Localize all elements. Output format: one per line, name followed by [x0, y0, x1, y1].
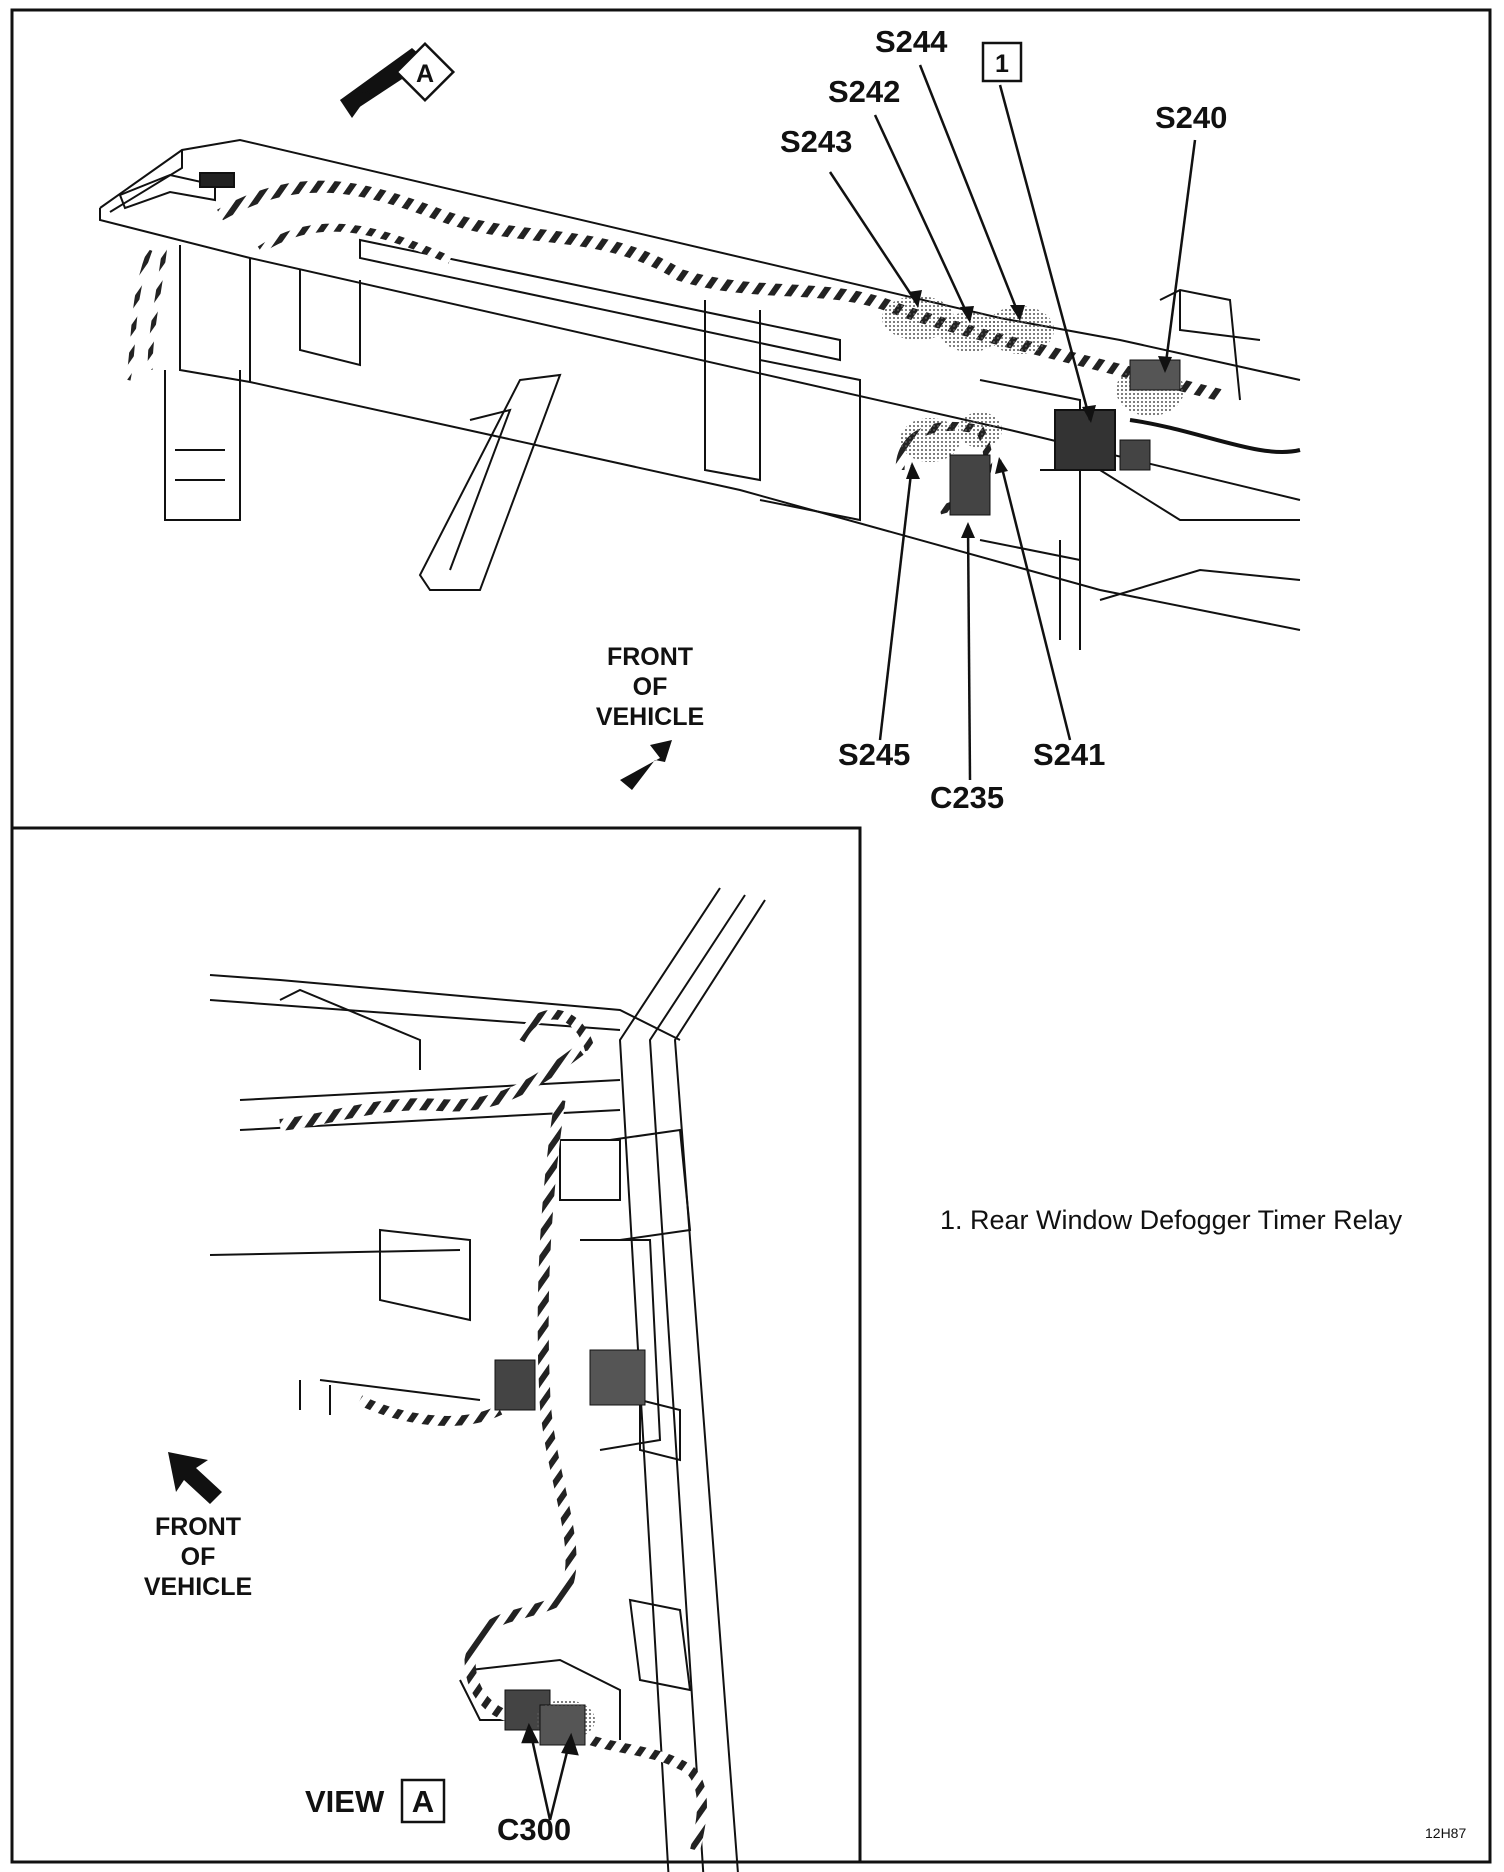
leader-arrowheads [906, 290, 1172, 538]
front-arrow-icon-view-a [168, 1452, 222, 1504]
figure-code: 12H87 [1425, 1825, 1466, 1841]
c300-shaded-area [535, 1700, 595, 1740]
view-a-marker-label: A [416, 60, 434, 88]
splice-s241-area [958, 412, 1002, 448]
front-of-vehicle-view-a-line2: OF [181, 1543, 216, 1571]
leader-lines [828, 64, 1197, 781]
instrument-panel-drawing [99, 138, 1301, 650]
label-s240: S240 [1155, 100, 1227, 135]
view-a-indicator [340, 41, 456, 118]
splice-s243-area [882, 296, 954, 340]
timer-relay [1054, 409, 1116, 471]
view-a-harness-knot [515, 1009, 595, 1052]
label-s241: S241 [1033, 737, 1105, 772]
label-c300: C300 [497, 1812, 571, 1847]
harness-right-exit [1129, 418, 1301, 455]
view-a-harness-left [357, 1395, 503, 1426]
front-arrow-icon [620, 740, 672, 790]
callout-1-box [981, 41, 1023, 83]
view-a-harness-down [464, 1099, 577, 1726]
view-a-connector-2 [589, 1349, 646, 1406]
view-a-harness-top [279, 1045, 584, 1131]
label-s242: S242 [828, 74, 900, 109]
legend-item-1: 1. Rear Window Defogger Timer Relay [940, 1205, 1403, 1235]
harness-branch [257, 223, 452, 264]
front-of-vehicle-line2: OF [633, 673, 668, 701]
c240-connector [1129, 359, 1181, 391]
label-s245: S245 [838, 737, 910, 772]
front-of-vehicle-view-a-line3: VEHICLE [144, 1573, 252, 1601]
front-of-vehicle-view-a-line1: FRONT [155, 1513, 241, 1541]
front-of-vehicle-line3: VEHICLE [596, 703, 704, 731]
view-caption-box [400, 1778, 446, 1824]
view-caption-letter: A [412, 1784, 434, 1819]
splice-s244-area [986, 306, 1054, 354]
label-s244: S244 [875, 24, 948, 59]
view-caption-word: VIEW [305, 1784, 385, 1819]
c235-connector-body [949, 454, 991, 516]
view-a-drawing [209, 887, 766, 1872]
front-of-vehicle-line1: FRONT [607, 643, 693, 671]
relay-connector [1119, 439, 1151, 471]
c300-leaders [521, 1722, 579, 1821]
label-s243: S243 [780, 124, 852, 159]
splice-s245-area [900, 418, 960, 462]
view-a-frame [12, 826, 862, 1862]
callout-1-label: 1 [995, 50, 1009, 78]
view-a-connector-1 [494, 1359, 536, 1411]
label-c235: C235 [930, 780, 1004, 815]
outer-frame [10, 8, 1492, 1864]
view-a-harness-bottom [588, 1735, 707, 1852]
splice-s242-area [940, 312, 1000, 352]
